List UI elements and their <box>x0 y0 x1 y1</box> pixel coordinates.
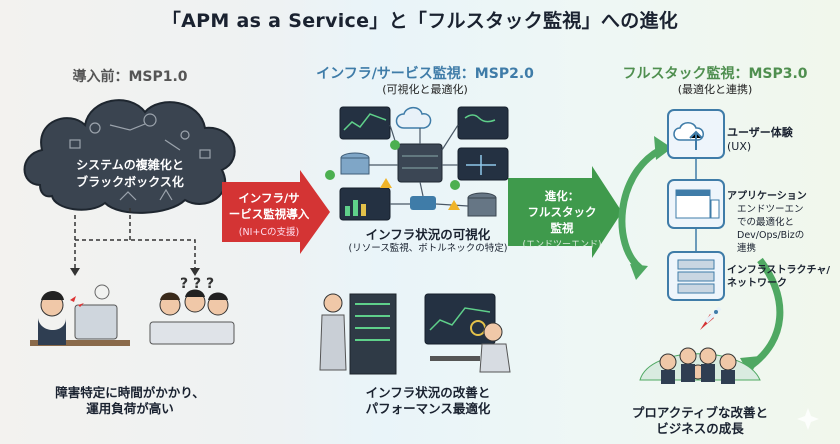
msp3-subtitle: (最適化と連携) <box>677 83 753 96</box>
app-layer-line4: Dev/Ops/Bizの <box>737 230 805 241</box>
app-layer-title: アプリケーション <box>727 191 807 202</box>
msp2-improve-caption-line2: パフォーマンス最適化 <box>365 401 491 416</box>
network-monitoring-illustration <box>325 106 509 221</box>
ux-layer-card <box>667 109 725 159</box>
msp3-caption-line1: プロアクティブな改善と <box>631 405 769 420</box>
msp2-viz-caption: インフラ状況の可視化 <box>365 227 491 242</box>
cloud-text-line1: システムの複雑化と <box>76 158 184 172</box>
application-layer-card <box>667 179 725 229</box>
infrastructure-layer-card <box>667 251 725 301</box>
arrow1-line2: ービス監視導入 <box>228 207 310 221</box>
continuous-improvement-cycle <box>618 146 784 368</box>
msp2-improve-caption-line1: インフラ状況の改善と <box>365 385 491 400</box>
complexity-cloud <box>23 99 236 214</box>
arrow2-line4: (エンドツーエンド) <box>522 240 602 250</box>
msp1-caption-line1: 障害特定に時間がかかり、 <box>55 385 205 400</box>
frustrated-worker-illustration <box>30 284 130 346</box>
app-layer-line2: エンドツーエン <box>737 204 804 215</box>
arrow2-line1: 進化： <box>544 189 580 203</box>
arrow1-line3: (NI+Cの支援) <box>238 227 300 238</box>
arrow1-line1: インフラ/サ <box>238 191 300 205</box>
svg-text:? ? ?: ? ? ? <box>180 276 214 292</box>
cloud-text-line2: ブラックボックス化 <box>76 175 184 189</box>
red-arrow <box>222 170 330 254</box>
sparkle-icon <box>797 408 819 430</box>
cloud-dashed-arrows <box>74 208 196 270</box>
msp2-viz-subcaption: (リソース監視、ボトルネックの特定) <box>348 243 508 254</box>
ux-layer-sub: (UX) <box>727 140 752 153</box>
infra-layer-line2: ネットワーク <box>727 278 787 289</box>
msp2-subtitle: (可視化と最適化) <box>382 83 468 96</box>
team-growth-illustration <box>639 306 761 384</box>
msp1-caption-line2: 運用負荷が高い <box>86 401 174 416</box>
infra-layer-line1: インフラストラクチャ/ <box>727 265 831 276</box>
engineer-datacenter-illustration <box>319 293 511 375</box>
page-title: 「APM as a Service」と「フルスタック監視」への進化 <box>161 10 679 32</box>
ux-layer-title: ユーザー体験 <box>727 126 793 139</box>
app-layer-line5: 連携 <box>737 243 757 254</box>
confused-team-illustration: ? ? ? <box>149 276 235 345</box>
arrow2-line2: フルスタック <box>527 205 597 219</box>
arrow2-line3: 監視 <box>550 221 574 235</box>
msp1-heading: 導入前：MSP1.0 <box>72 69 188 85</box>
msp3-heading: フルスタック監視：MSP3.0 <box>622 66 808 82</box>
app-layer-line3: での最適化と <box>737 217 795 228</box>
msp3-caption-line2: ビジネスの成長 <box>656 421 744 436</box>
green-arrow <box>508 166 622 258</box>
msp2-heading: インフラ/サービス監視：MSP2.0 <box>316 66 534 82</box>
